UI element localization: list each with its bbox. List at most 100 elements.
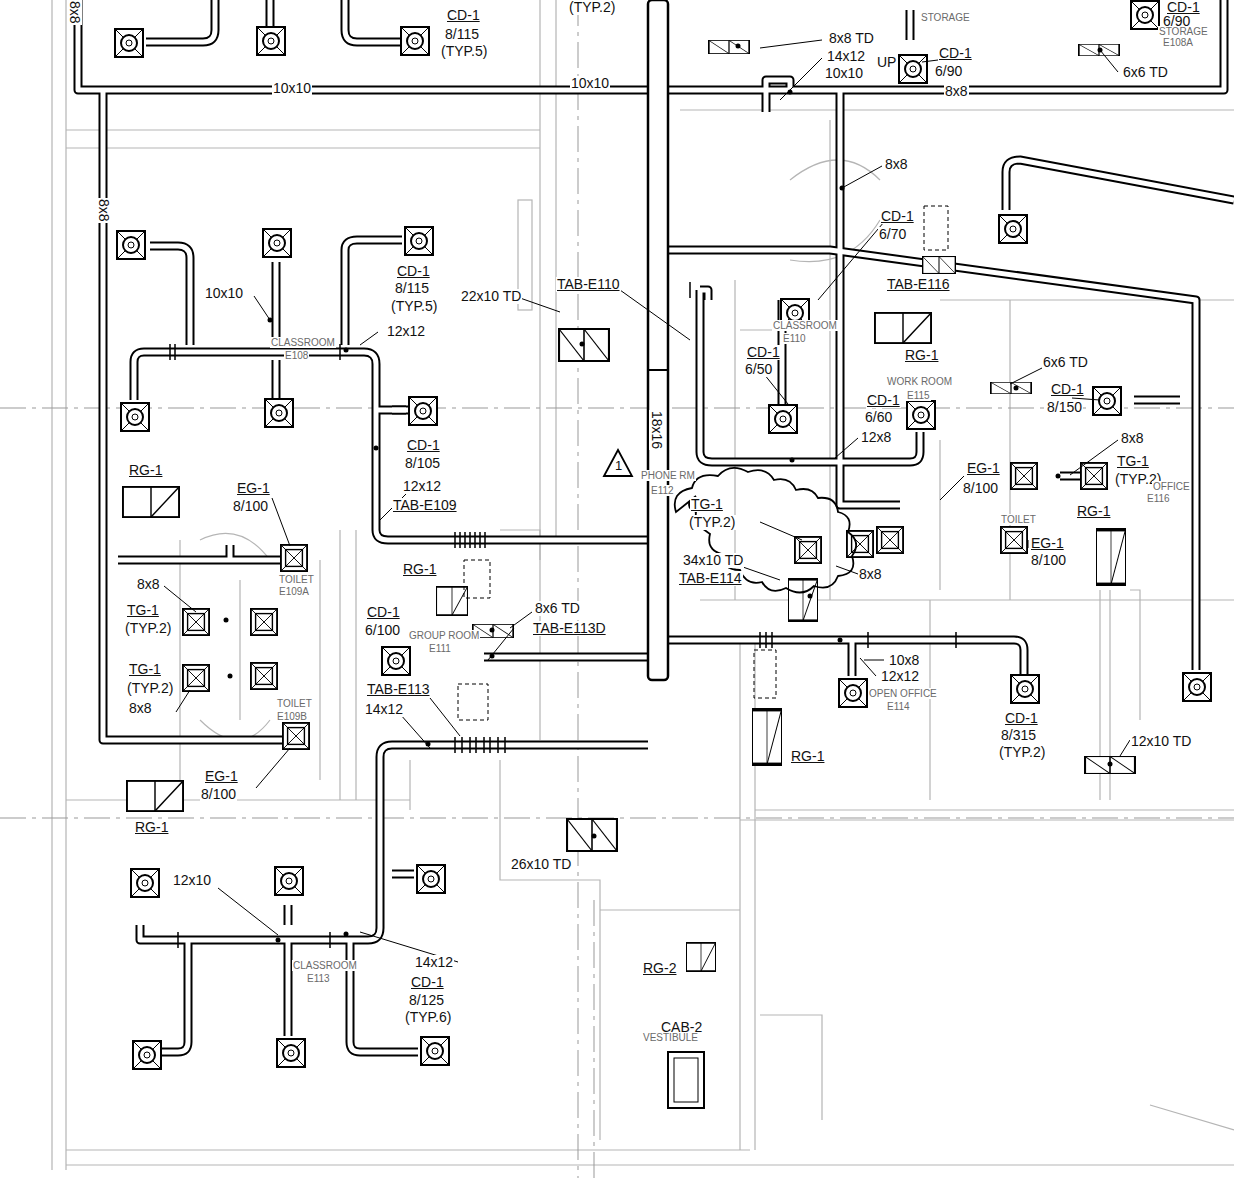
duct-label: 14x12 (414, 955, 454, 970)
duct-label: 14x12 (364, 702, 404, 717)
duct-label: 10x10 (570, 76, 610, 91)
duct-label: 26x10 TD (510, 857, 572, 872)
room-tag: E108A (1162, 37, 1194, 48)
duct-label: 12x12 (880, 669, 920, 684)
room-tag: E114 (886, 701, 911, 712)
duct-label: 8x8 (1120, 431, 1145, 446)
duct-label: (TYP.2) (568, 0, 616, 15)
duct-label: 6/50 (744, 362, 773, 377)
duct-label: 10x10 (824, 66, 864, 81)
room-tag: OFFICE (1152, 481, 1191, 492)
duct-label: 12x10 (172, 873, 212, 888)
duct-label: (TYP.5) (440, 44, 488, 59)
duct-label: EG-1 (204, 769, 239, 784)
duct-label: 8/100 (962, 481, 999, 496)
duct-label: (TYP.2) (124, 621, 172, 636)
duct-label: (TYP.2) (688, 515, 736, 530)
duct-label: 8/315 (1000, 728, 1037, 743)
main-trunk (648, 0, 668, 680)
room-tag: TOILET (276, 698, 313, 709)
room-tag: VESTIBULE (642, 1032, 699, 1043)
duct-label: CD-1 (446, 8, 481, 23)
duct-label: TAB-E113 (366, 682, 431, 697)
room-tag: PHONE RM (640, 470, 696, 481)
duct-label: CD-1 (880, 209, 915, 224)
duct-label: RG-2 (642, 961, 677, 976)
duct-label: EG-1 (236, 481, 271, 496)
duct-label: 8x8 (858, 567, 883, 582)
duct-label: (TYP.5) (390, 299, 438, 314)
room-tag: E116 (1146, 493, 1171, 504)
room-tag: E110 (782, 333, 807, 344)
duct-label: 8x6 TD (534, 601, 581, 616)
duct-label: EG-1 (1030, 536, 1065, 551)
duct-label: CD-1 (1050, 382, 1085, 397)
duct-label: CD-1 (938, 46, 973, 61)
room-tag: TOILET (1000, 514, 1037, 525)
duct-label: 8x8 (96, 198, 111, 223)
duct-label: 14x12 (826, 49, 866, 64)
room-tag: STORAGE (920, 12, 971, 23)
duct-label: UP (876, 55, 897, 70)
duct-label: RG-1 (402, 562, 437, 577)
duct-label: RG-1 (128, 463, 163, 478)
duct-label: 6x6 TD (1042, 355, 1089, 370)
duct-label: 8/105 (404, 456, 441, 471)
duct-label: TAB-E114 (678, 571, 743, 586)
room-tag: CLASSROOM (772, 320, 838, 331)
duct-label: CD-1 (410, 975, 445, 990)
duct-label: 6/90 (934, 64, 963, 79)
duct-label: CD-1 (746, 345, 781, 360)
room-tag: STORAGE (1158, 26, 1209, 37)
revision-marks (604, 450, 856, 593)
duct-label: (TYP.6) (404, 1010, 452, 1025)
ductwork (78, 0, 1234, 1052)
duct-label: 6/60 (864, 410, 893, 425)
duct-label: 10x10 (272, 81, 312, 96)
duct-label: CD-1 (1166, 0, 1201, 15)
walls (52, 0, 1234, 1170)
duct-label: 8x8 (67, 0, 82, 25)
room-tag: E115 (906, 390, 931, 401)
duct-label: 8x8 (884, 157, 909, 172)
room-tag: CLASSROOM (292, 960, 358, 971)
duct-label: EG-1 (966, 461, 1001, 476)
room-tag: E111 (428, 643, 452, 654)
duct-label: 34x10 TD (682, 553, 744, 568)
leader-dots (224, 44, 1113, 943)
room-tag: E108 (284, 350, 309, 361)
branch-ties (170, 282, 956, 948)
duct-label: 18x16 (649, 410, 664, 450)
duct-label: CD-1 (1004, 711, 1039, 726)
duct-label: TG-1 (126, 603, 160, 618)
duct-label: 8/150 (1046, 400, 1083, 415)
duct-label: TAB-E109 (392, 498, 458, 513)
duct-label: (TYP.2) (126, 681, 174, 696)
diffusers (115, 1, 1211, 1108)
room-tag: CLASSROOM (270, 337, 336, 348)
duct-label: 8/100 (232, 499, 269, 514)
room-tag: E109A (278, 586, 310, 597)
duct-label: 8/125 (408, 993, 445, 1008)
duct-label: 12x12 (386, 324, 426, 339)
duct-label: 6x6 TD (1122, 65, 1169, 80)
room-tag: GROUP ROOM (408, 630, 480, 641)
duct-label: 8/100 (200, 787, 237, 802)
duct-label: 10x10 (204, 286, 244, 301)
duct-inner (78, 0, 1234, 1052)
duct-label: 8x8 (944, 84, 969, 99)
duct-label: RG-1 (790, 749, 825, 764)
duct-label: 6/100 (364, 623, 401, 638)
room-tag: OPEN OFFICE (868, 688, 938, 699)
duct-label: 8x8 TD (828, 31, 875, 46)
duct-label: 6/70 (878, 227, 907, 242)
duct-label: 8x8 (128, 701, 153, 716)
duct-label: CD-1 (406, 438, 441, 453)
room-tag: E109B (276, 711, 308, 722)
duct-label: TAB-E110 (556, 277, 621, 292)
duct-label: RG-1 (1076, 504, 1111, 519)
duct-label: 12x10 TD (1130, 734, 1192, 749)
duct-label: 8/100 (1030, 553, 1067, 568)
